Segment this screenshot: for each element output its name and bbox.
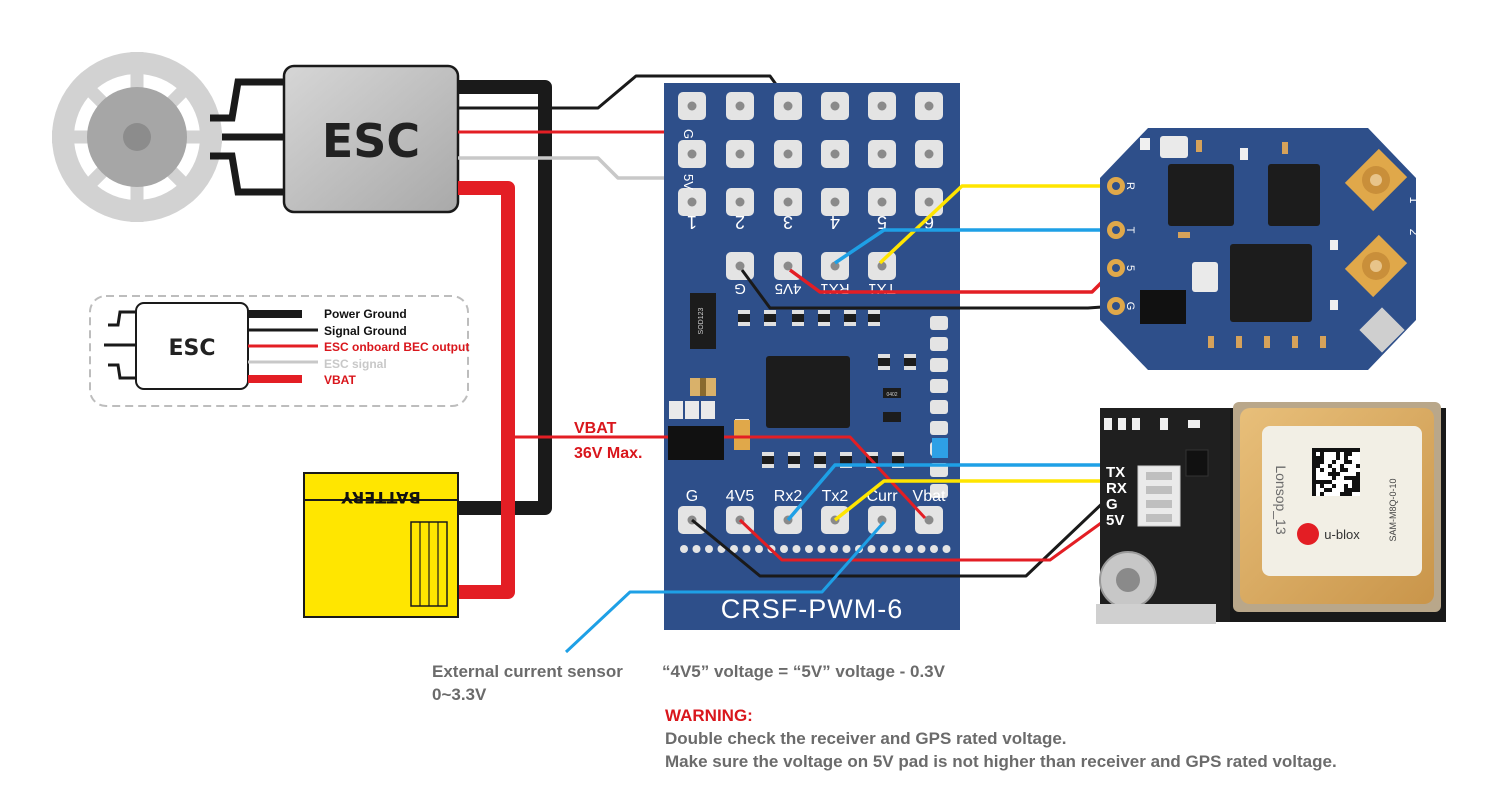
antenna-label: 1 (1407, 197, 1421, 204)
channel-label-3: 3 (783, 212, 793, 232)
receiver-labels: R T 5G 1 2 (1124, 182, 1421, 310)
legend-item-4: VBAT (324, 373, 356, 387)
gps-pin-label: 5V (1106, 512, 1124, 529)
battery: BATTERY (303, 472, 459, 618)
gps-pin-label: G (1106, 496, 1118, 513)
warning-title: WARNING: (665, 706, 753, 725)
legend-esc-label: ESC (168, 336, 215, 361)
gps-pin-label: RX (1106, 480, 1127, 497)
gps-pin-label: TX (1106, 464, 1125, 481)
current-sensor-label: External current sensor (432, 662, 623, 681)
antenna-connectors (1344, 148, 1408, 298)
vbat-title: VBAT (574, 420, 617, 437)
channel-label-1: 1 (687, 212, 697, 232)
receiver-chip-1 (1168, 164, 1234, 226)
side-label: G (681, 129, 696, 139)
uart1-label: TX1 (868, 280, 896, 297)
bottom-pad-label: Tx2 (822, 488, 849, 505)
bottom-pad-label: Vbat (913, 488, 946, 505)
legend-item-2: ESC onboard BEC output (324, 340, 469, 354)
vbat-max: 36V Max. (574, 445, 642, 462)
voltage-note: “4V5” voltage = “5V” voltage - 0.3V (662, 662, 946, 681)
receiver-chip-2 (1268, 164, 1320, 226)
esc-module: ESC (282, 64, 460, 214)
diode-chip (690, 293, 716, 349)
esc-label: ESC (322, 114, 420, 168)
bottom-pad-label: Curr (866, 488, 898, 505)
motor (52, 52, 222, 222)
esc-wires (458, 74, 792, 599)
channel-label-2: 2 (735, 212, 745, 232)
bottom-pad-label: 4V5 (726, 488, 755, 505)
board-wires (508, 184, 1118, 654)
receiver-pad-label: R (1124, 182, 1136, 190)
channel-label-6: 6 (924, 212, 934, 232)
board-name: CRSF-PWM-6 (721, 594, 903, 624)
battery-label: BATTERY (341, 488, 421, 507)
receiver-pad-label: G (1124, 302, 1136, 311)
bottom-pad-label: G (686, 488, 698, 505)
antenna-label: 2 (1407, 229, 1421, 236)
uart1-label: 4V5 (775, 280, 802, 297)
receiver-pad-label: T (1124, 227, 1136, 234)
annotations: VBAT 36V Max. External current sensor 0~… (432, 420, 1337, 771)
gps-brand: u-blox (1324, 527, 1360, 542)
resistor-label: 0402 (886, 392, 897, 398)
warning-line-2: Make sure the voltage on 5V pad is not h… (665, 752, 1337, 771)
warning-line-1: Double check the receiver and GPS rated … (665, 729, 1067, 748)
gps-module-text: SAM-M8Q-0-10 (1388, 478, 1398, 541)
bottom-pad-label: Rx2 (774, 488, 803, 505)
legend-item-0: Power Ground (324, 307, 407, 321)
receiver-pad-label: 5 (1124, 265, 1136, 271)
receiver-chip-3 (1230, 244, 1312, 322)
gps-side-text: Lonsop_13 (1273, 465, 1289, 535)
current-sensor-range: 0~3.3V (432, 685, 487, 704)
channel-label-4: 4 (830, 212, 840, 232)
legend-item-3: ESC signal (324, 357, 387, 371)
channel-label-5: 5 (877, 212, 887, 232)
motor-phase-wires (210, 78, 288, 196)
uart1-label: RX1 (820, 280, 849, 297)
receiver-board: R T 5G 1 2 (1100, 128, 1421, 370)
uart1-label: G (734, 280, 746, 297)
gps-qr-code (1312, 448, 1360, 496)
mcu-chip (766, 356, 850, 428)
legend-item-1: Signal Ground (324, 324, 407, 338)
side-label: 5V (681, 174, 696, 190)
diode-chip-label: SOD123 (698, 307, 705, 334)
